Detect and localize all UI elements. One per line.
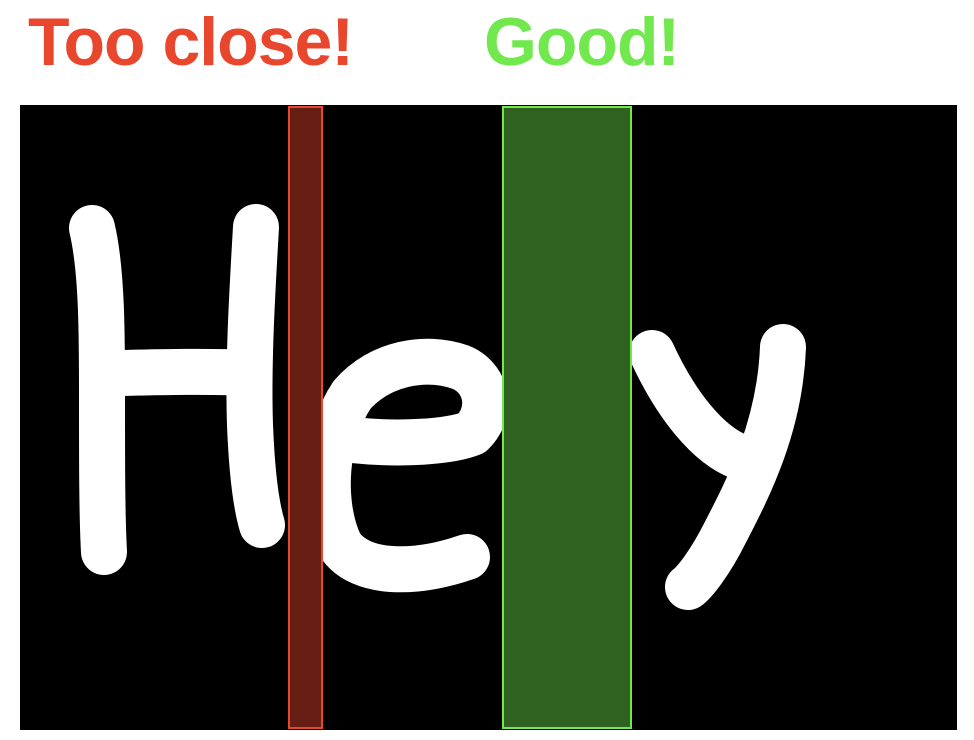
drawing-canvas — [20, 105, 957, 730]
good-label: Good! — [484, 4, 680, 80]
too-close-label: Too close! — [28, 4, 354, 80]
letter-h-right-stroke — [226, 204, 285, 548]
letter-y-main-stroke — [665, 324, 806, 610]
letter-e-stroke — [304, 338, 509, 593]
letter-y-left-arm — [629, 330, 763, 480]
good-highlight — [502, 106, 632, 729]
handwritten-hey — [69, 204, 806, 610]
too-close-highlight — [288, 106, 323, 729]
letter-h-crossbar — [97, 348, 271, 396]
letter-h-left-stroke — [69, 205, 127, 575]
handwriting-drawing — [69, 106, 806, 729]
